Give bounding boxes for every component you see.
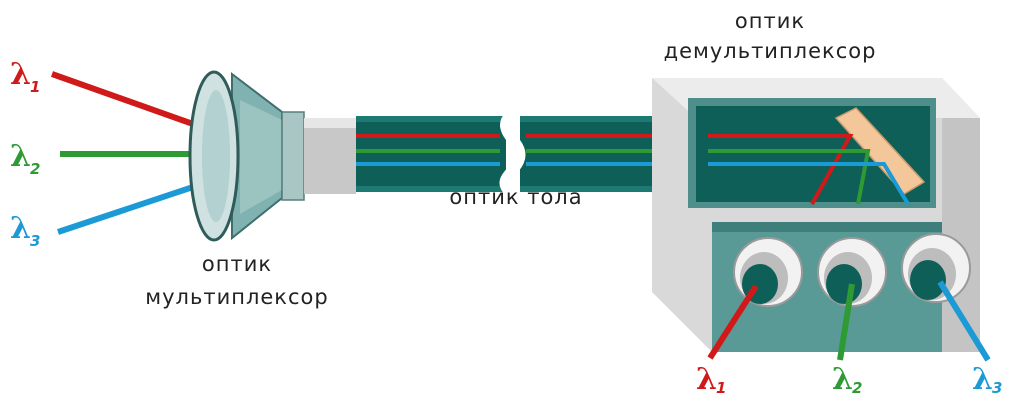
lambda3-out-symbol: λ bbox=[972, 362, 993, 394]
lambda2-out-symbol: λ bbox=[832, 362, 853, 394]
lambda3-in-symbol: λ bbox=[10, 211, 31, 246]
lambda1-out-sub: 1 bbox=[716, 379, 726, 394]
fiber-label: оптик тола bbox=[449, 185, 582, 209]
output-lambda-labels: λ 1 λ 2 λ 3 bbox=[696, 362, 1002, 394]
funnel-icon bbox=[188, 70, 356, 242]
input-lambda-labels: λ 1 λ 2 λ 3 bbox=[10, 57, 40, 250]
output-lines bbox=[707, 280, 991, 362]
lambda3-in-sub: 3 bbox=[30, 232, 40, 250]
demux-label-line2: демультиплексор bbox=[664, 39, 877, 63]
mux-label-line2: мультиплексор bbox=[145, 285, 328, 309]
output-port-3 bbox=[901, 233, 971, 303]
output-line-lambda3 bbox=[937, 280, 991, 362]
output-port-1 bbox=[733, 237, 803, 307]
output-port-2 bbox=[817, 237, 887, 307]
lambda2-in-sub: 2 bbox=[30, 160, 40, 178]
output-line-lambda2 bbox=[837, 283, 855, 361]
prism-box-icon bbox=[652, 78, 980, 352]
lambda1-out-symbol: λ bbox=[696, 362, 717, 394]
demux-paths bbox=[708, 134, 910, 206]
mux-label-line1: оптик bbox=[202, 252, 272, 276]
lambda2-out-sub: 2 bbox=[852, 379, 862, 394]
demux-label-line1: оптик bbox=[735, 9, 805, 33]
lambda1-in-symbol: λ bbox=[10, 57, 31, 92]
lambda2-in-symbol: λ bbox=[10, 139, 31, 174]
output-line-lambda1 bbox=[707, 284, 759, 360]
lambda3-out-sub: 3 bbox=[992, 379, 1002, 394]
lambda1-in-sub: 1 bbox=[30, 78, 40, 96]
